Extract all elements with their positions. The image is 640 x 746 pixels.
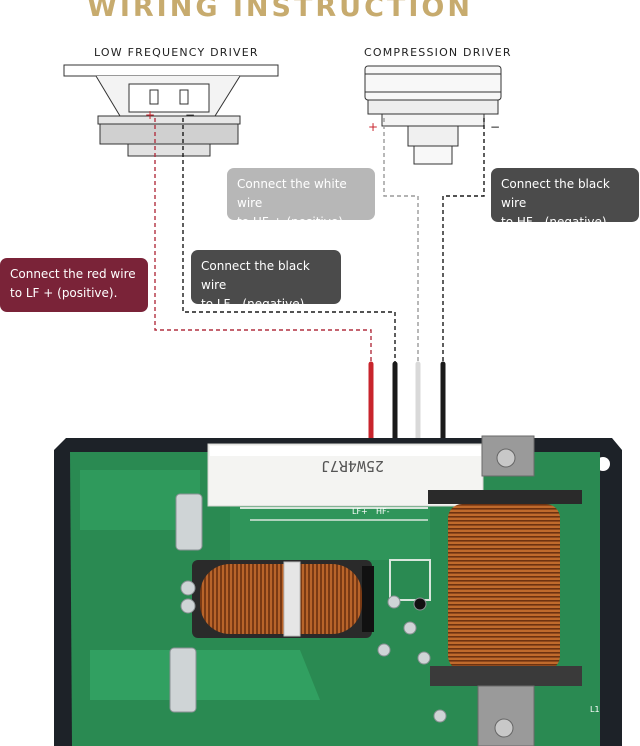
lf-driver-label: LOW FREQUENCY DRIVER	[94, 46, 259, 59]
hf-plus-route	[383, 118, 419, 362]
hf-plus-sign: +	[368, 120, 378, 134]
compression-driver-label: COMPRESSION DRIVER	[364, 46, 512, 59]
note-red-line1: Connect the red wire	[10, 267, 136, 281]
lf-minus-sign: −	[185, 108, 195, 122]
lf-plus-sign: +	[145, 108, 155, 122]
pcb-mark-lf: LF+	[352, 507, 368, 516]
resistor-label: 25W4R7J	[321, 457, 384, 475]
note-red-wire: Connect the red wire to LF + (positive).	[0, 258, 148, 312]
lf-inductor	[192, 560, 374, 638]
board-components	[169, 493, 447, 723]
page-title: WIRING INSTRUCTION	[87, 0, 473, 23]
low-frequency-driver	[63, 64, 279, 157]
lf-minus-route	[182, 118, 396, 362]
hf-inductor	[428, 435, 582, 746]
note-red-line2: to LF + (positive).	[10, 286, 118, 300]
note-white-wire: Connect the white wire to HF + (positive…	[227, 168, 375, 229]
note-white-line1: Connect the white wire	[237, 177, 347, 210]
input-wires	[368, 361, 446, 447]
note-hf-black-wire: Connect the black wire to HF - (negative…	[491, 168, 639, 229]
note-lf-black-line2: to LF - (negative).	[201, 297, 309, 311]
compression-driver	[364, 65, 502, 165]
note-lf-black-line1: Connect the black wire	[201, 259, 310, 292]
pcb-mark-l1: L1	[590, 705, 600, 714]
wire-routes	[154, 118, 485, 362]
lf-plus-route	[154, 118, 372, 362]
note-lf-black-wire: Connect the black wire to LF - (negative…	[191, 250, 341, 311]
note-white-line2: to HF + (positive).	[237, 215, 347, 229]
hf-minus-sign: −	[490, 120, 500, 134]
hf-minus-route	[442, 118, 485, 362]
pcb-mark-hf: HF-	[376, 507, 390, 516]
note-hf-black-line2: to HF - (negative).	[501, 215, 611, 229]
note-hf-black-line1: Connect the black wire	[501, 177, 610, 210]
